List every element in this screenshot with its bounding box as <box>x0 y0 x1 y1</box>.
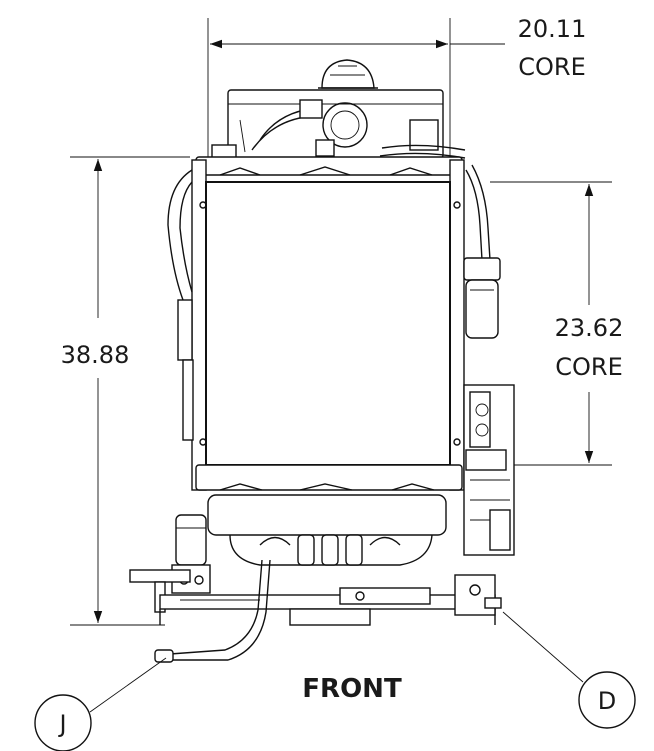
balloon-j: J <box>34 657 167 751</box>
core-height-dimension: 23.62 CORE <box>490 181 624 466</box>
overall-height-value: 38.88 <box>61 341 130 369</box>
radiator-core <box>199 181 461 466</box>
base-frame <box>129 569 502 626</box>
view-label: FRONT <box>302 674 402 704</box>
radiator-right-rail <box>449 159 465 491</box>
radiator-left-rail <box>191 159 207 491</box>
core-width-dimension: 20.11 CORE <box>207 15 587 160</box>
balloon-j-leader <box>89 657 167 713</box>
core-width-value: 20.11 <box>518 15 587 43</box>
right-side-components <box>463 384 515 556</box>
air-cleaner <box>318 59 378 89</box>
balloon-d-leader <box>502 611 584 683</box>
radiator-bottom-tank <box>195 464 463 491</box>
core-width-label: CORE <box>518 53 586 81</box>
balloon-d: D <box>502 611 636 729</box>
core-height-value: 23.62 <box>555 314 624 342</box>
balloon-d-label: D <box>598 687 616 715</box>
engine-assembly <box>129 59 515 663</box>
overall-height-dimension: 38.88 <box>61 156 190 626</box>
core-height-label: CORE <box>555 353 623 381</box>
left-coolant-hose <box>167 169 194 441</box>
drain-hose <box>154 559 271 663</box>
engine-lower-block <box>207 494 447 566</box>
balloon-d-circle <box>578 671 636 729</box>
radiator-top-tank <box>195 156 463 176</box>
right-fuel-filter <box>463 164 501 339</box>
engine-upper-block <box>211 89 466 160</box>
balloon-j-label: J <box>57 710 66 738</box>
balloon-j-circle <box>34 694 92 751</box>
